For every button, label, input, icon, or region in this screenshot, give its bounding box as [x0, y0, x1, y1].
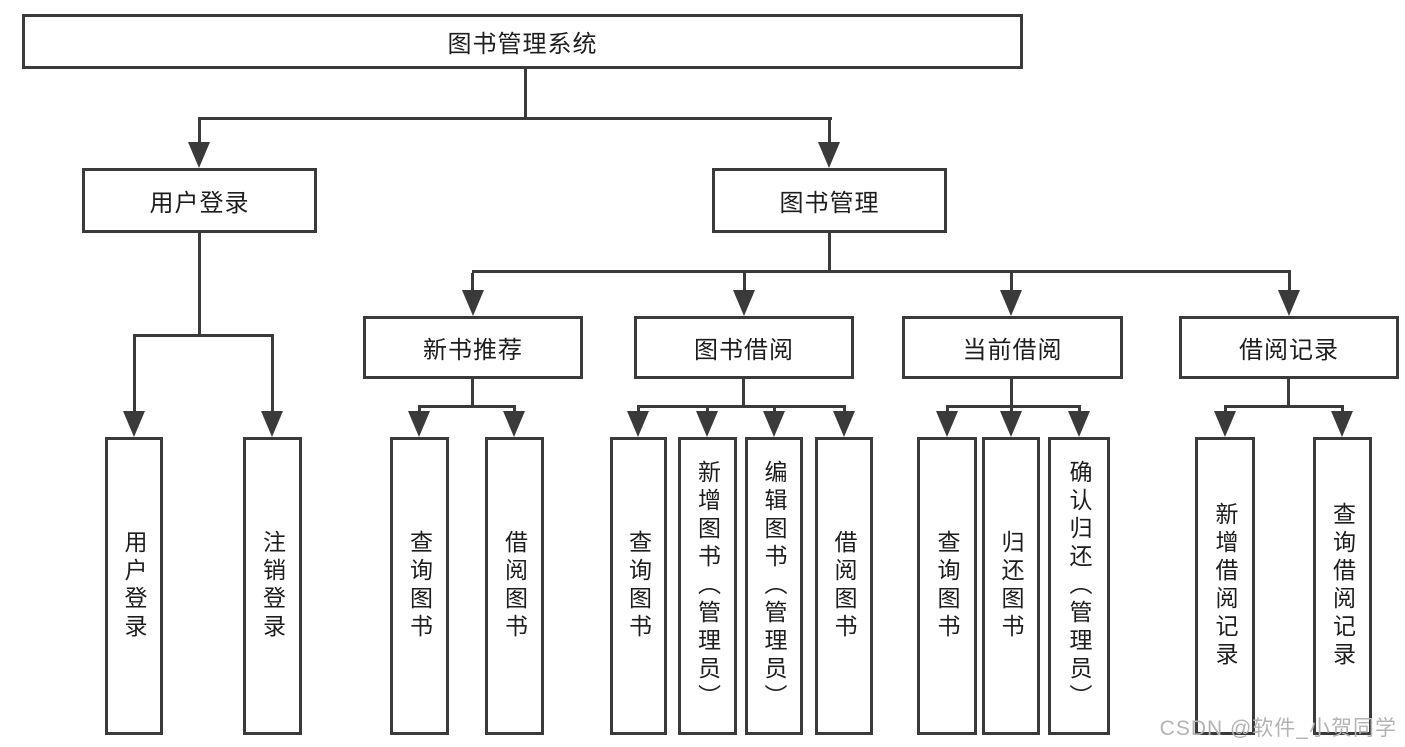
arrow-stem: [743, 273, 746, 293]
arrowhead: [818, 142, 840, 168]
arrowhead: [733, 290, 755, 316]
arrow-stem: [471, 273, 474, 293]
leaf-user-login: 用户登录: [105, 437, 163, 735]
h-line: [133, 334, 274, 337]
v-line: [471, 379, 474, 407]
arrow-stem: [133, 337, 136, 413]
leaf-label: 查询图书: [625, 530, 652, 642]
h-line: [418, 405, 516, 408]
leaf-logout: 注销登录: [243, 437, 302, 735]
arrowhead: [1000, 411, 1022, 437]
v-line: [524, 69, 527, 120]
arrowhead: [123, 411, 145, 437]
arrowhead: [833, 411, 855, 437]
node-label: 新书推荐: [423, 337, 523, 364]
leaf-borrowing-query-books: 查询图书: [610, 437, 667, 735]
leaf-label: 查询图书: [406, 530, 433, 642]
h-line: [198, 117, 832, 120]
node-borrow-records: 借阅记录: [1179, 316, 1399, 379]
node-current-borrowing: 当前借阅: [902, 316, 1123, 379]
node-label: 图书借阅: [694, 337, 794, 364]
arrow-stem: [271, 337, 274, 413]
leaf-label: 新增借阅记录: [1212, 502, 1238, 670]
node-user-login: 用户登录: [82, 168, 317, 233]
node-label: 用户登录: [149, 190, 250, 217]
h-line: [1224, 405, 1344, 408]
leaf-label: 用户登录: [121, 530, 147, 642]
leaf-borrowing-add-books-admin: 新增图书（管理员）: [678, 437, 737, 735]
csdn-watermark: CSDN @软件_小贺同学: [1159, 717, 1397, 740]
node-new-book-recommend: 新书推荐: [363, 316, 583, 379]
leaf-label: 新增图书（管理员）: [694, 460, 721, 712]
node-label: 当前借阅: [962, 337, 1063, 364]
h-line: [637, 405, 846, 408]
arrowhead: [1278, 290, 1300, 316]
leaf-label: 借阅图书: [831, 530, 857, 642]
arrowhead: [627, 411, 649, 437]
leaf-current-confirm-return-admin: 确认归还（管理员）: [1048, 437, 1110, 735]
h-line: [946, 405, 1081, 408]
v-line: [742, 379, 745, 407]
leaf-recommend-borrow-books: 借阅图书: [485, 437, 544, 735]
node-book-management: 图书管理: [712, 168, 947, 233]
arrowhead: [408, 411, 430, 437]
leaf-borrowing-borrow-books: 借阅图书: [815, 437, 873, 735]
arrowhead: [462, 290, 484, 316]
node-library-system: 图书管理系统: [22, 14, 1023, 69]
v-line: [1287, 379, 1290, 407]
node-label: 图书管理: [779, 190, 880, 217]
leaf-current-return-books: 归还图书: [982, 437, 1040, 735]
leaf-current-query-books: 查询图书: [917, 437, 977, 735]
node-book-borrowing: 图书借阅: [634, 316, 854, 379]
leaf-label: 借阅图书: [501, 530, 528, 642]
leaf-label: 查询图书: [934, 530, 960, 642]
v-line: [1010, 379, 1013, 407]
leaf-records-query-record: 查询借阅记录: [1313, 437, 1372, 735]
arrowhead: [1068, 411, 1090, 437]
leaf-recommend-query-books: 查询图书: [390, 437, 449, 735]
leaf-records-add-record: 新增借阅记录: [1195, 437, 1255, 735]
node-label: 图书管理系统: [447, 31, 598, 58]
arrowhead: [1214, 411, 1236, 437]
leaf-label: 确认归还（管理员）: [1066, 460, 1092, 712]
arrow-stem: [828, 120, 831, 144]
arrowhead: [188, 142, 210, 168]
arrow-stem: [1010, 273, 1013, 293]
v-line: [198, 233, 201, 336]
v-line: [828, 233, 831, 272]
arrowhead: [696, 411, 718, 437]
arrowhead: [1331, 411, 1353, 437]
arrowhead: [1000, 290, 1022, 316]
arrowhead: [936, 411, 958, 437]
h-line: [472, 270, 1291, 273]
arrowhead: [763, 411, 785, 437]
leaf-label: 编辑图书（管理员）: [761, 460, 787, 712]
node-label: 借阅记录: [1239, 337, 1339, 364]
leaf-label: 归还图书: [998, 530, 1024, 642]
arrowhead: [261, 411, 283, 437]
leaf-label: 查询借阅记录: [1329, 502, 1356, 670]
arrow-stem: [1288, 273, 1291, 293]
leaf-label: 注销登录: [259, 530, 286, 642]
leaf-borrowing-edit-books-admin: 编辑图书（管理员）: [745, 437, 803, 735]
arrowhead: [503, 411, 525, 437]
arrow-stem: [198, 120, 201, 144]
